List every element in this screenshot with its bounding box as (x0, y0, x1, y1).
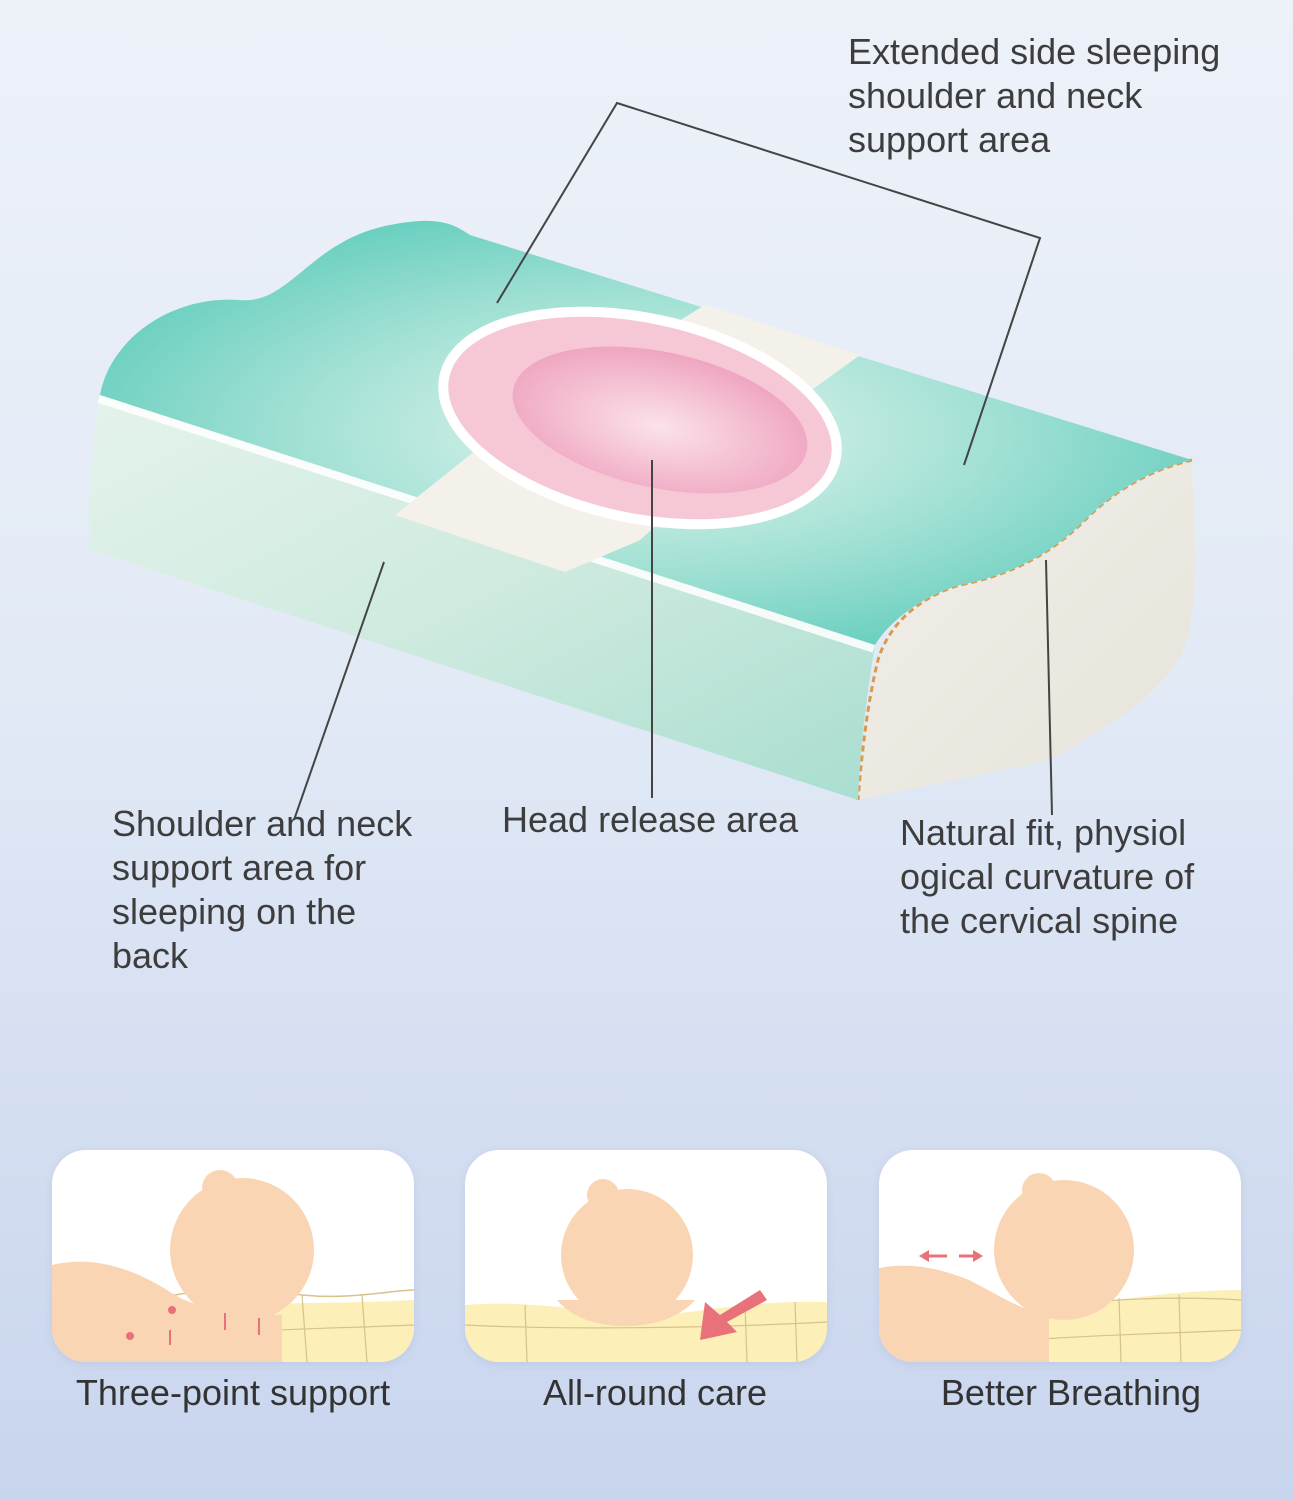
feature-caption-all-round-care: All-round care (455, 1371, 855, 1415)
callout-back-sleeping: Shoulder and neck support area for sleep… (112, 802, 412, 978)
callout-head-release: Head release area (502, 798, 798, 842)
feature-card-better-breathing (879, 1150, 1241, 1362)
head-on-pillow-breathing-illustration (879, 1150, 1241, 1362)
feature-caption-three-point-support: Three-point support (33, 1371, 433, 1415)
callout-side-sleeping: Extended side sleeping shoulder and neck… (848, 30, 1220, 162)
callout-natural-fit: Natural fit, physiol ogical curvature of… (900, 811, 1194, 943)
feature-card-all-round-care (465, 1150, 827, 1362)
feature-caption-better-breathing: Better Breathing (871, 1371, 1271, 1415)
head-on-pillow-arrow-illustration (465, 1150, 827, 1362)
feature-card-three-point-support (52, 1150, 414, 1362)
head-on-pillow-three-point-illustration (52, 1150, 414, 1362)
